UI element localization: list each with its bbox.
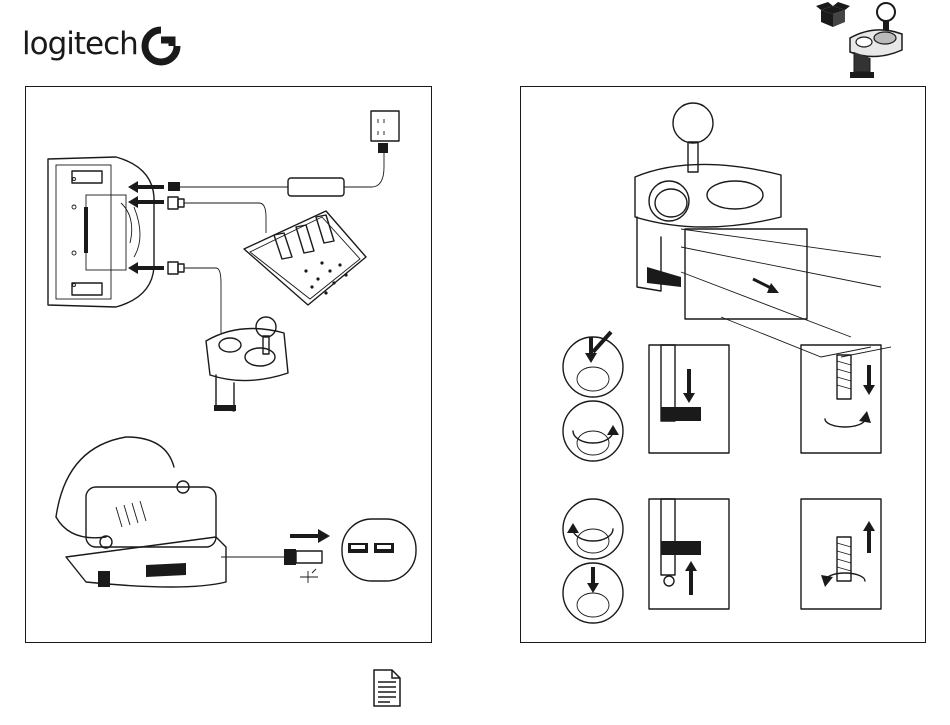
steering-wheel-icon [56, 437, 226, 587]
power-adapter-icon [288, 178, 344, 196]
connection-diagram [26, 87, 431, 642]
shifter-icon [206, 317, 288, 411]
clamp-knob-icon [563, 332, 623, 397]
port-arrows-icon [128, 181, 164, 274]
usb-plug-icon [284, 549, 322, 565]
brand-wordmark: logitech [22, 26, 138, 62]
left-panel-connect [25, 86, 432, 643]
clamp-detail-up-icon [801, 499, 881, 609]
clamp-detail-loosen-icon [649, 499, 729, 609]
shifter-on-table-icon [635, 103, 891, 357]
rotate-clockwise-icon [563, 401, 623, 461]
logitech-g-icon [139, 24, 183, 68]
power-outlet-icon [371, 111, 399, 153]
pedals-icon [244, 211, 366, 305]
usb-ports-icon [342, 519, 416, 581]
clamp-detail-tighten-icon [649, 345, 729, 453]
document-icon [372, 668, 402, 708]
clamp-detail-rotate-icon [801, 345, 881, 453]
arrow-right-icon [290, 529, 330, 543]
brand-logo: logitech [22, 20, 182, 70]
wheel-base-back-icon [48, 157, 154, 307]
shifter-thumbnail-icon [840, 0, 910, 82]
usb-symbol-icon [300, 569, 318, 583]
clamp-knob-down-icon [563, 563, 623, 623]
mounting-diagram [521, 87, 925, 642]
rotate-counterclockwise-icon [563, 499, 623, 559]
right-panel-mount [520, 86, 926, 643]
